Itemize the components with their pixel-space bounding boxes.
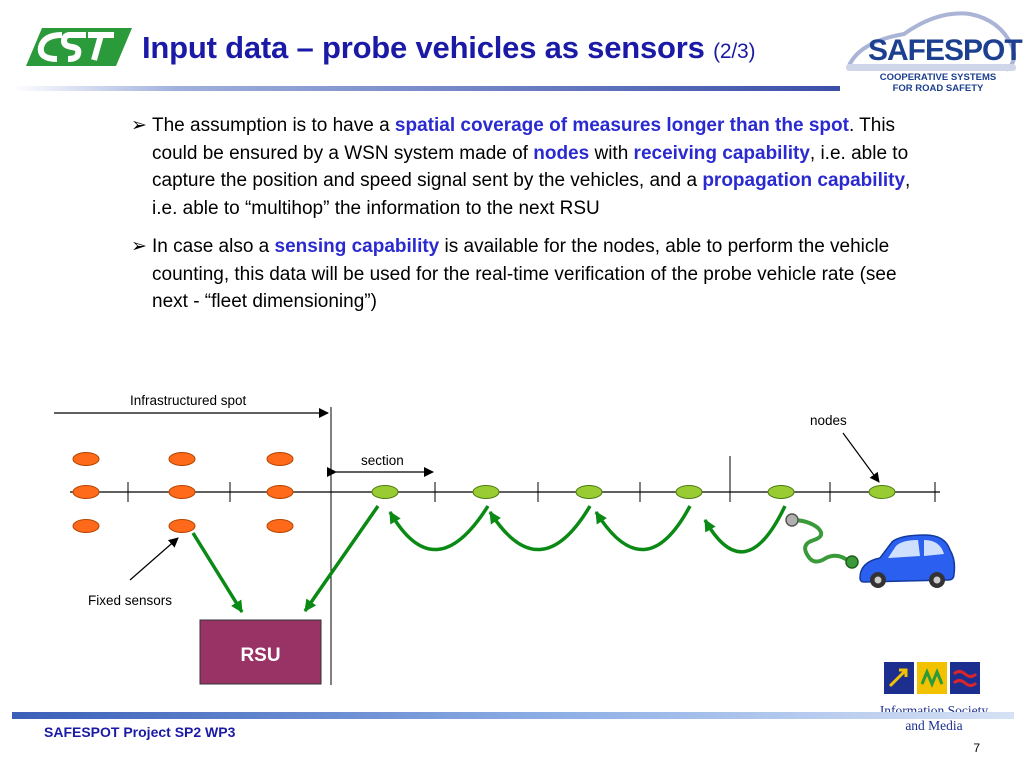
nodes-pointer-arrow (842, 432, 880, 483)
fixed-sensors (72, 452, 294, 533)
wsn-nodes (371, 485, 896, 499)
slide-title: Input data – probe vehicles as sensors (… (142, 30, 756, 65)
multihop-arrow (594, 505, 692, 552)
probe-car-icon (859, 534, 956, 588)
wsn-node (575, 485, 603, 499)
fixed-sensor (72, 452, 100, 466)
signal-sink-dot (785, 513, 799, 527)
footer-project-label: SAFESPOT Project SP2 WP3 (44, 724, 236, 740)
multihop-arrow (703, 505, 787, 554)
ism-squares-icon (884, 662, 980, 694)
wsn-node (868, 485, 896, 499)
ism-logo: Information Society and Media (864, 660, 1004, 736)
page-number: 7 (973, 741, 980, 755)
fixed-sensor (266, 452, 294, 466)
fixed-sensor (72, 519, 100, 533)
car-outline-icon (846, 11, 1016, 72)
wsn-node (472, 485, 500, 499)
multihop-arrow (488, 505, 592, 552)
fixed-sensor (266, 485, 294, 499)
ism-line-2: and Media (905, 718, 963, 733)
signal-source-dot (845, 555, 859, 569)
fixed-sensor (168, 452, 196, 466)
title-divider (12, 86, 840, 91)
safespot-tagline-2: FOR ROAD SAFETY (892, 83, 984, 94)
bullet-arrow-icon: ➢ (131, 236, 147, 257)
rsu-label: RSU (240, 645, 280, 666)
fixed-sensor (266, 519, 294, 533)
signal-squiggle (791, 518, 852, 564)
fixed-sensors-pointer-arrow (129, 537, 179, 581)
rsu-box (199, 619, 322, 685)
cstt-logo (26, 28, 132, 66)
fixed-sensor (168, 485, 196, 499)
sensor-to-rsu-arrow (191, 532, 244, 613)
wsn-node (371, 485, 399, 499)
infrastructured-spot-label: Infrastructured spot (130, 393, 247, 408)
safespot-wordmark: SAFESPOT (868, 34, 1023, 67)
fixed-sensor (72, 485, 100, 499)
nodes-label: nodes (810, 413, 847, 428)
footer-divider (12, 712, 1014, 719)
road-ticks (127, 456, 936, 502)
wsn-diagram: Infrastructured spot section nodes (54, 393, 956, 685)
fixed-sensor (168, 519, 196, 533)
section-label: section (361, 453, 404, 468)
bullet-arrow-icon: ➢ (131, 115, 147, 136)
wsn-node (767, 485, 795, 499)
bullet-list: ➢ The assumption is to have a spatial co… (131, 112, 911, 327)
safespot-logo: SAFESPOT COOPERATIVE SYSTEMS FOR ROAD SA… (842, 4, 1023, 96)
wsn-node (675, 485, 703, 499)
bullet-item: ➢ The assumption is to have a spatial co… (131, 112, 911, 222)
rsu-uplink-arrow (303, 505, 380, 612)
fixed-sensors-label: Fixed sensors (88, 593, 172, 608)
safespot-tagline-1: COOPERATIVE SYSTEMS (879, 72, 997, 83)
bullet-item: ➢ In case also a sensing capability is a… (131, 233, 911, 316)
multihop-arrow (388, 505, 490, 552)
